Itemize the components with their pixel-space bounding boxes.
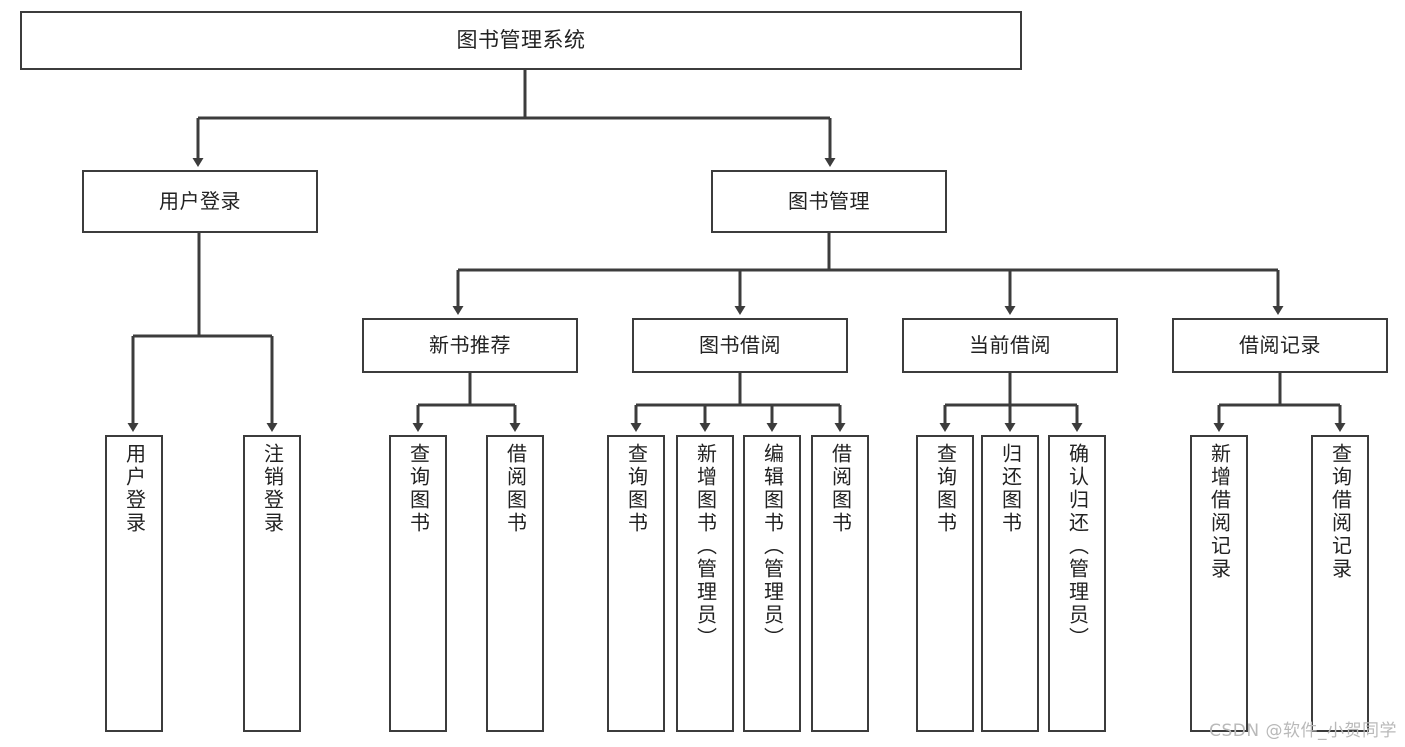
node-book-borrow[interactable]: 图书借阅 — [632, 318, 848, 373]
node-leaf-confirm-return[interactable]: 确认归还（管理员） — [1048, 435, 1106, 732]
node-leaf-query-book-1-label: 查询图书 — [406, 443, 431, 535]
node-leaf-add-record-label: 新增借阅记录 — [1207, 443, 1232, 581]
node-leaf-query-book-1[interactable]: 查询图书 — [389, 435, 447, 732]
node-book-manage[interactable]: 图书管理 — [711, 170, 947, 233]
node-leaf-add-book-label: 新增图书（管理员） — [693, 443, 718, 650]
node-current-borrow[interactable]: 当前借阅 — [902, 318, 1118, 373]
node-leaf-borrow-book-1-label: 借阅图书 — [503, 443, 528, 535]
node-leaf-query-book-3[interactable]: 查询图书 — [916, 435, 974, 732]
node-root[interactable]: 图书管理系统 — [20, 11, 1022, 70]
node-leaf-logout[interactable]: 注销登录 — [243, 435, 301, 732]
node-leaf-logout-label: 注销登录 — [260, 443, 285, 535]
node-leaf-query-record-label: 查询借阅记录 — [1328, 443, 1353, 581]
node-root-label: 图书管理系统 — [456, 28, 586, 53]
node-leaf-borrow-book-2[interactable]: 借阅图书 — [811, 435, 869, 732]
node-current-borrow-label: 当前借阅 — [969, 332, 1051, 357]
watermark: CSDN @软件_小贺同学 — [1209, 721, 1397, 741]
node-leaf-edit-book[interactable]: 编辑图书（管理员） — [743, 435, 801, 732]
node-leaf-add-book[interactable]: 新增图书（管理员） — [676, 435, 734, 732]
node-leaf-edit-book-label: 编辑图书（管理员） — [760, 443, 785, 650]
node-leaf-add-record[interactable]: 新增借阅记录 — [1190, 435, 1248, 732]
node-book-borrow-label: 图书借阅 — [699, 332, 781, 357]
node-leaf-return-book-label: 归还图书 — [998, 443, 1023, 535]
node-new-book-recommend[interactable]: 新书推荐 — [362, 318, 578, 373]
node-leaf-confirm-return-label: 确认归还（管理员） — [1065, 443, 1090, 650]
node-leaf-user-login[interactable]: 用户登录 — [105, 435, 163, 732]
node-leaf-return-book[interactable]: 归还图书 — [981, 435, 1039, 732]
node-leaf-borrow-book-2-label: 借阅图书 — [828, 443, 853, 535]
node-book-manage-label: 图书管理 — [788, 188, 870, 213]
node-new-book-recommend-label: 新书推荐 — [429, 332, 511, 357]
node-borrow-record-label: 借阅记录 — [1239, 332, 1321, 357]
node-leaf-user-login-label: 用户登录 — [122, 443, 147, 535]
node-borrow-record[interactable]: 借阅记录 — [1172, 318, 1388, 373]
node-leaf-query-book-3-label: 查询图书 — [933, 443, 958, 535]
node-leaf-borrow-book-1[interactable]: 借阅图书 — [486, 435, 544, 732]
node-leaf-query-record[interactable]: 查询借阅记录 — [1311, 435, 1369, 732]
node-leaf-query-book-2[interactable]: 查询图书 — [607, 435, 665, 732]
node-user-login[interactable]: 用户登录 — [82, 170, 318, 233]
node-leaf-query-book-2-label: 查询图书 — [624, 443, 649, 535]
node-user-login-label: 用户登录 — [159, 188, 241, 213]
